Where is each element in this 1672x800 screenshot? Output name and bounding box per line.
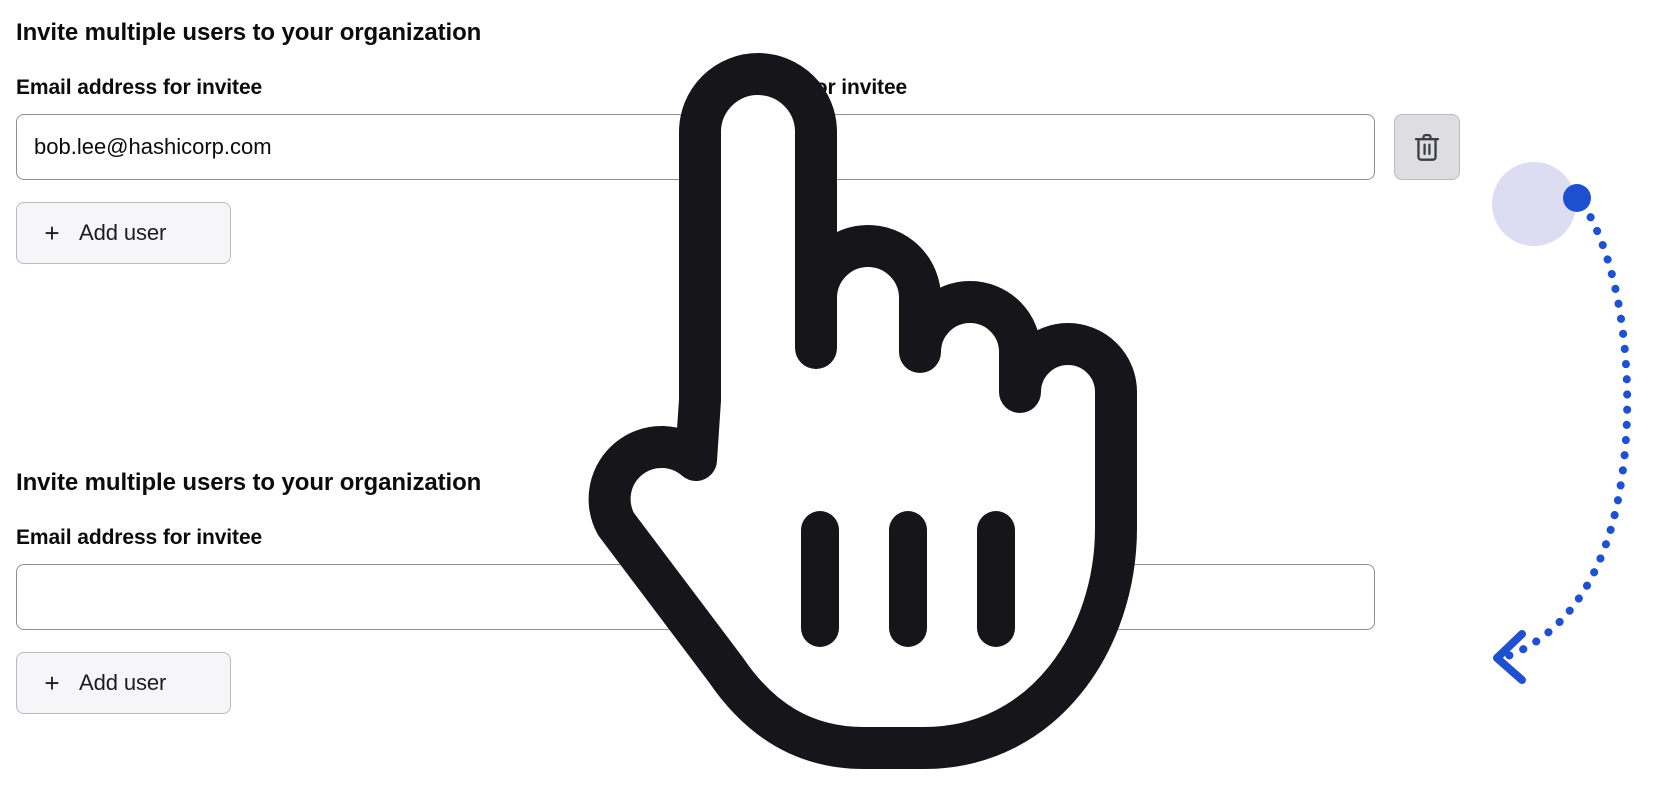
click-origin-dot xyxy=(1563,184,1591,212)
add-user-button-label-secondary: Add user xyxy=(79,670,167,695)
add-user-button-label: Add user xyxy=(79,220,167,245)
page-title: Invite multiple users to your organizati… xyxy=(16,19,482,46)
trash-icon xyxy=(1413,132,1441,162)
email-field-group: Email address for invitee xyxy=(16,75,686,180)
email-input-secondary[interactable] xyxy=(16,564,686,630)
fullname-field-group-secondary: Full name for invitee xyxy=(705,525,1375,630)
fullname-field-label-secondary: Full name for invitee xyxy=(705,526,908,549)
fullname-field-group: Full name for invitee xyxy=(705,75,1375,180)
plus-icon: + xyxy=(44,218,60,248)
delete-invitee-button[interactable] xyxy=(1394,114,1460,180)
add-user-button[interactable]: + Add user xyxy=(16,202,231,264)
arrowhead xyxy=(1493,630,1526,684)
invitee-field-row: Email address for invitee Full name for … xyxy=(16,75,1460,180)
fullname-field-label: Full name for invitee xyxy=(705,76,908,99)
add-user-button-secondary[interactable]: + Add user xyxy=(16,652,231,714)
fullname-input[interactable] xyxy=(705,114,1375,180)
plus-icon-secondary: + xyxy=(44,668,60,698)
page-title-secondary: Invite multiple users to your organizati… xyxy=(16,469,482,496)
invite-section-1: Invite multiple users to your organizati… xyxy=(16,18,1460,264)
email-field-label: Email address for invitee xyxy=(16,76,263,99)
cursor-highlight-halo xyxy=(1492,162,1576,246)
invitee-field-row-secondary: Email address for invitee Full name for … xyxy=(16,525,1375,630)
fullname-input-secondary[interactable] xyxy=(705,564,1375,630)
annotation-curve xyxy=(1501,200,1632,661)
email-field-label-secondary: Email address for invitee xyxy=(16,526,263,549)
invite-section-2: Invite multiple users to your organizati… xyxy=(16,468,1375,714)
email-field-group-secondary: Email address for invitee xyxy=(16,525,686,630)
email-input[interactable] xyxy=(16,114,686,180)
delete-button-wrap xyxy=(1394,75,1460,180)
